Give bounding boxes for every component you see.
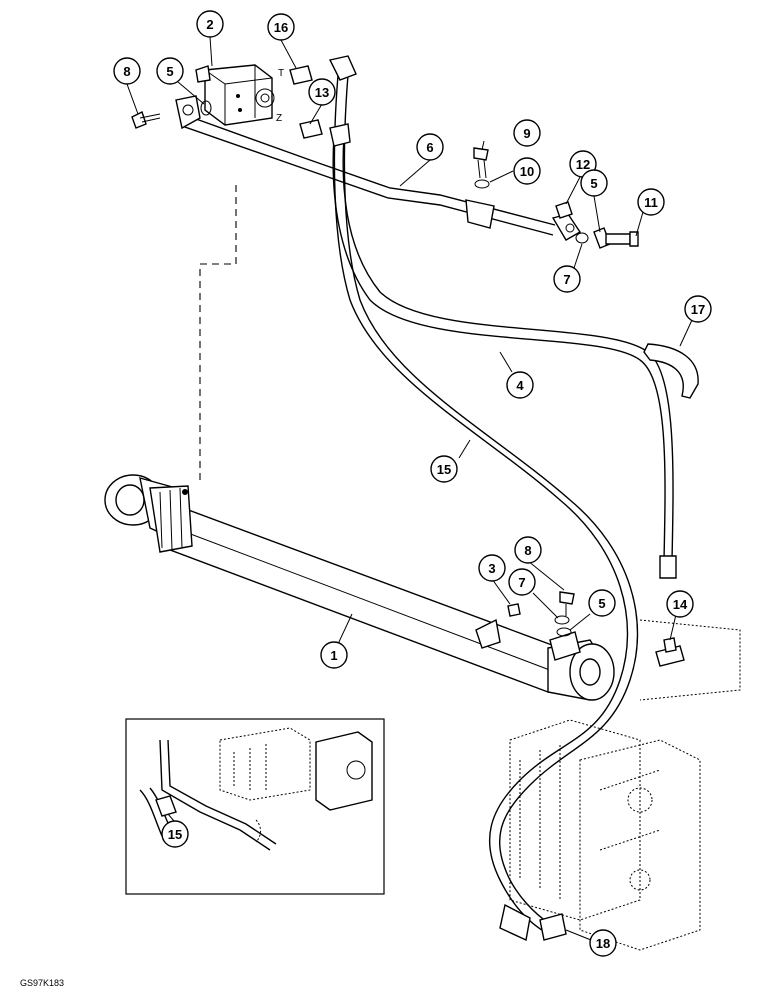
svg-text:2: 2 — [206, 17, 213, 32]
callout-1: 1 — [320, 641, 348, 669]
bolt-9 — [473, 147, 489, 179]
rigid-pipe — [175, 95, 581, 241]
svg-text:13: 13 — [315, 85, 329, 100]
callout-15-inset: 15 — [161, 820, 189, 848]
svg-text:8: 8 — [524, 543, 531, 558]
callout-8-bottom: 8 — [514, 536, 542, 564]
callout-11: 11 — [637, 188, 665, 216]
o-ring-5-bottom — [556, 627, 572, 637]
bolt-11 — [605, 231, 639, 247]
callout-14: 14 — [666, 590, 694, 618]
callout-17: 17 — [684, 295, 712, 323]
callout-5-top: 5 — [156, 57, 184, 85]
svg-text:15: 15 — [168, 827, 182, 842]
svg-text:10: 10 — [520, 164, 534, 179]
svg-text:4: 4 — [516, 378, 524, 393]
port-z-label: Z — [276, 113, 282, 124]
nut-12 — [555, 201, 573, 219]
callout-15-main: 15 — [430, 455, 458, 483]
bolt-8-bottom — [559, 591, 575, 616]
tee-fitting-14 — [655, 637, 685, 667]
svg-text:17: 17 — [691, 302, 705, 317]
o-ring-7-top — [575, 232, 589, 244]
washer-7-bottom — [554, 615, 570, 625]
callout-9: 9 — [513, 119, 541, 147]
callout-10: 10 — [513, 157, 541, 185]
svg-text:14: 14 — [673, 597, 688, 612]
svg-text:6: 6 — [426, 140, 433, 155]
washer-10 — [474, 179, 490, 189]
valve-block — [195, 64, 275, 126]
callout-6: 6 — [416, 133, 444, 161]
callout-7-top: 7 — [553, 265, 581, 293]
svg-text:11: 11 — [644, 195, 658, 210]
adapter-16 — [289, 65, 313, 85]
svg-text:7: 7 — [563, 272, 570, 287]
svg-text:1: 1 — [330, 648, 337, 663]
svg-text:7: 7 — [518, 575, 525, 590]
svg-text:8: 8 — [123, 64, 130, 79]
svg-text:18: 18 — [596, 936, 610, 951]
detail-inset — [125, 718, 385, 895]
svg-text:12: 12 — [576, 157, 590, 172]
callout-7-bottom: 7 — [508, 568, 536, 596]
o-ring-5-top — [200, 100, 212, 116]
clamp-3 — [507, 603, 521, 617]
svg-text:16: 16 — [274, 20, 288, 35]
svg-text:9: 9 — [523, 126, 530, 141]
adapter-18 — [539, 913, 567, 941]
phantom-line — [199, 185, 237, 480]
hose-4 — [329, 123, 677, 579]
callout-2: 2 — [196, 10, 224, 38]
svg-text:15: 15 — [437, 462, 451, 477]
callout-13: 13 — [308, 78, 336, 106]
svg-text:5: 5 — [166, 64, 173, 79]
callout-4: 4 — [506, 371, 534, 399]
control-valve-bank — [509, 619, 741, 951]
callout-5-right: 5 — [580, 169, 608, 197]
svg-text:5: 5 — [590, 176, 597, 191]
callout-16: 16 — [267, 13, 295, 41]
callout-8-top: 8 — [113, 57, 141, 85]
figure-code: GS97K183 — [20, 978, 64, 988]
hose-15 — [328, 55, 639, 942]
svg-text:5: 5 — [598, 596, 605, 611]
callout-5-bottom: 5 — [588, 589, 616, 617]
callout-3: 3 — [478, 554, 506, 582]
leader-lines — [126, 36, 693, 941]
hydraulic-cylinder — [104, 474, 615, 701]
port-t-label: T — [278, 68, 284, 79]
callout-18: 18 — [589, 929, 617, 957]
bolt-8-top — [131, 111, 161, 129]
svg-text:3: 3 — [488, 561, 495, 576]
clip-17 — [643, 343, 699, 399]
